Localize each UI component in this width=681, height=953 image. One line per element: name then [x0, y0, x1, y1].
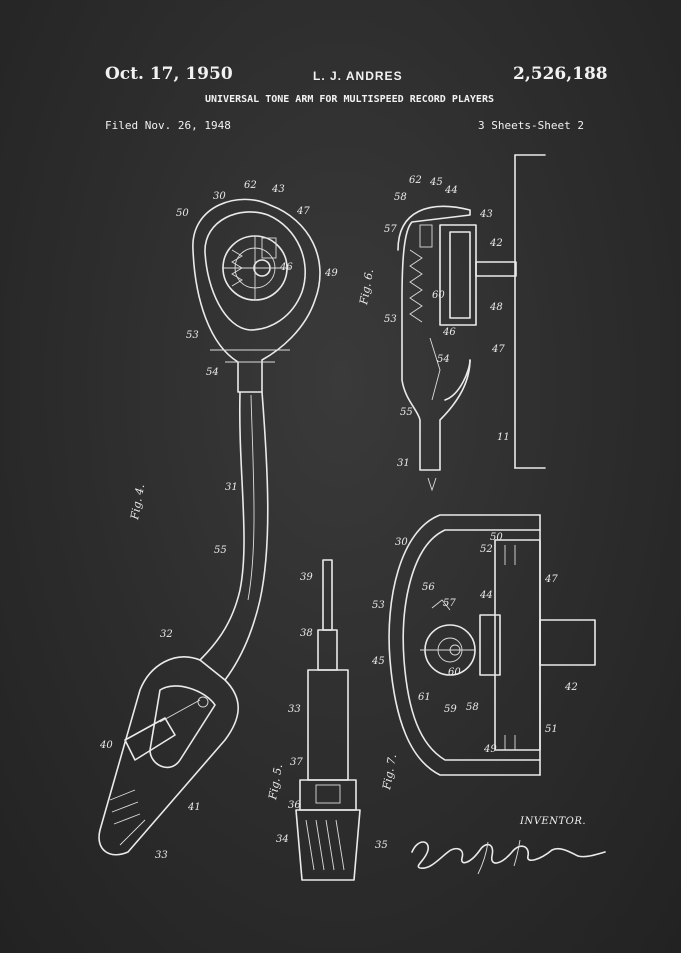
- svg-text:61: 61: [418, 692, 431, 703]
- fig7-label: Fig. 7.: [380, 753, 399, 791]
- svg-text:30: 30: [395, 537, 408, 548]
- svg-text:46: 46: [279, 262, 293, 273]
- patent-date: Oct. 17, 1950: [105, 64, 233, 84]
- sheet-count: 3 Sheets-Sheet 2: [478, 119, 584, 132]
- svg-text:53: 53: [384, 314, 397, 325]
- fig6-label: Fig. 6.: [357, 268, 376, 306]
- svg-text:45: 45: [371, 656, 385, 667]
- svg-text:60: 60: [448, 667, 461, 678]
- svg-text:49: 49: [324, 268, 338, 279]
- svg-text:48: 48: [489, 302, 503, 313]
- svg-text:37: 37: [290, 757, 303, 768]
- svg-text:38: 38: [300, 628, 313, 639]
- patent-title: UNIVERSAL TONE ARM FOR MULTISPEED RECORD…: [205, 94, 494, 105]
- filed-date: Filed Nov. 26, 1948: [105, 119, 231, 132]
- svg-text:55: 55: [214, 545, 227, 556]
- svg-text:54: 54: [437, 354, 450, 365]
- svg-text:54: 54: [206, 367, 219, 378]
- svg-text:47: 47: [544, 574, 558, 585]
- svg-text:46: 46: [442, 327, 456, 338]
- svg-text:47: 47: [296, 206, 310, 217]
- svg-text:35: 35: [375, 840, 388, 851]
- fig4-label: Fig. 4.: [128, 483, 147, 521]
- svg-text:11: 11: [497, 432, 510, 443]
- figure-7: 30 52 50 47 53 56 57 44 45 60 42 61 59 5…: [371, 514, 596, 792]
- svg-text:41: 41: [187, 802, 201, 813]
- svg-text:42: 42: [564, 682, 578, 693]
- figure-4: 50 30 62 43 47 49 46 53 54 31 55 32 40 4…: [98, 180, 338, 861]
- svg-text:57: 57: [443, 598, 456, 609]
- svg-text:56: 56: [422, 582, 435, 593]
- patent-number: 2,526,188: [513, 64, 608, 84]
- svg-text:51: 51: [545, 724, 558, 735]
- svg-text:43: 43: [479, 209, 493, 220]
- svg-text:32: 32: [160, 629, 173, 640]
- svg-text:33: 33: [155, 850, 168, 861]
- svg-text:52: 52: [480, 544, 493, 555]
- svg-text:57: 57: [384, 224, 397, 235]
- svg-text:44: 44: [479, 590, 493, 601]
- figure-5: 39 38 33 37 36 34 35 Fig. 5.: [266, 559, 388, 881]
- svg-text:31: 31: [225, 482, 238, 493]
- inventor-label: INVENTOR.: [520, 816, 587, 827]
- svg-text:42: 42: [489, 238, 503, 249]
- svg-text:49: 49: [483, 744, 497, 755]
- inventor-signature: [411, 839, 606, 875]
- figure-6: 58 62 45 44 43 42 57 60 53 48 46 54 47 5…: [357, 154, 546, 492]
- svg-text:60: 60: [432, 290, 445, 301]
- svg-text:62: 62: [409, 175, 422, 186]
- svg-text:34: 34: [276, 834, 289, 845]
- svg-text:45: 45: [429, 177, 443, 188]
- svg-text:58: 58: [466, 702, 479, 713]
- svg-text:30: 30: [213, 191, 226, 202]
- svg-text:50: 50: [176, 208, 189, 219]
- svg-text:43: 43: [271, 184, 285, 195]
- svg-text:47: 47: [491, 344, 505, 355]
- svg-text:33: 33: [288, 704, 301, 715]
- svg-text:44: 44: [444, 185, 458, 196]
- svg-text:62: 62: [244, 180, 257, 191]
- svg-text:40: 40: [99, 740, 113, 751]
- svg-text:31: 31: [397, 458, 410, 469]
- svg-text:53: 53: [186, 330, 199, 341]
- svg-text:59: 59: [444, 704, 457, 715]
- svg-text:55: 55: [400, 407, 413, 418]
- svg-text:39: 39: [300, 572, 313, 583]
- svg-text:53: 53: [372, 600, 385, 611]
- svg-text:36: 36: [288, 800, 301, 811]
- svg-text:50: 50: [490, 532, 503, 543]
- svg-text:58: 58: [394, 192, 407, 203]
- fig5-label: Fig. 5.: [266, 763, 285, 801]
- inventor-name: L. J. ANDRES: [313, 69, 403, 83]
